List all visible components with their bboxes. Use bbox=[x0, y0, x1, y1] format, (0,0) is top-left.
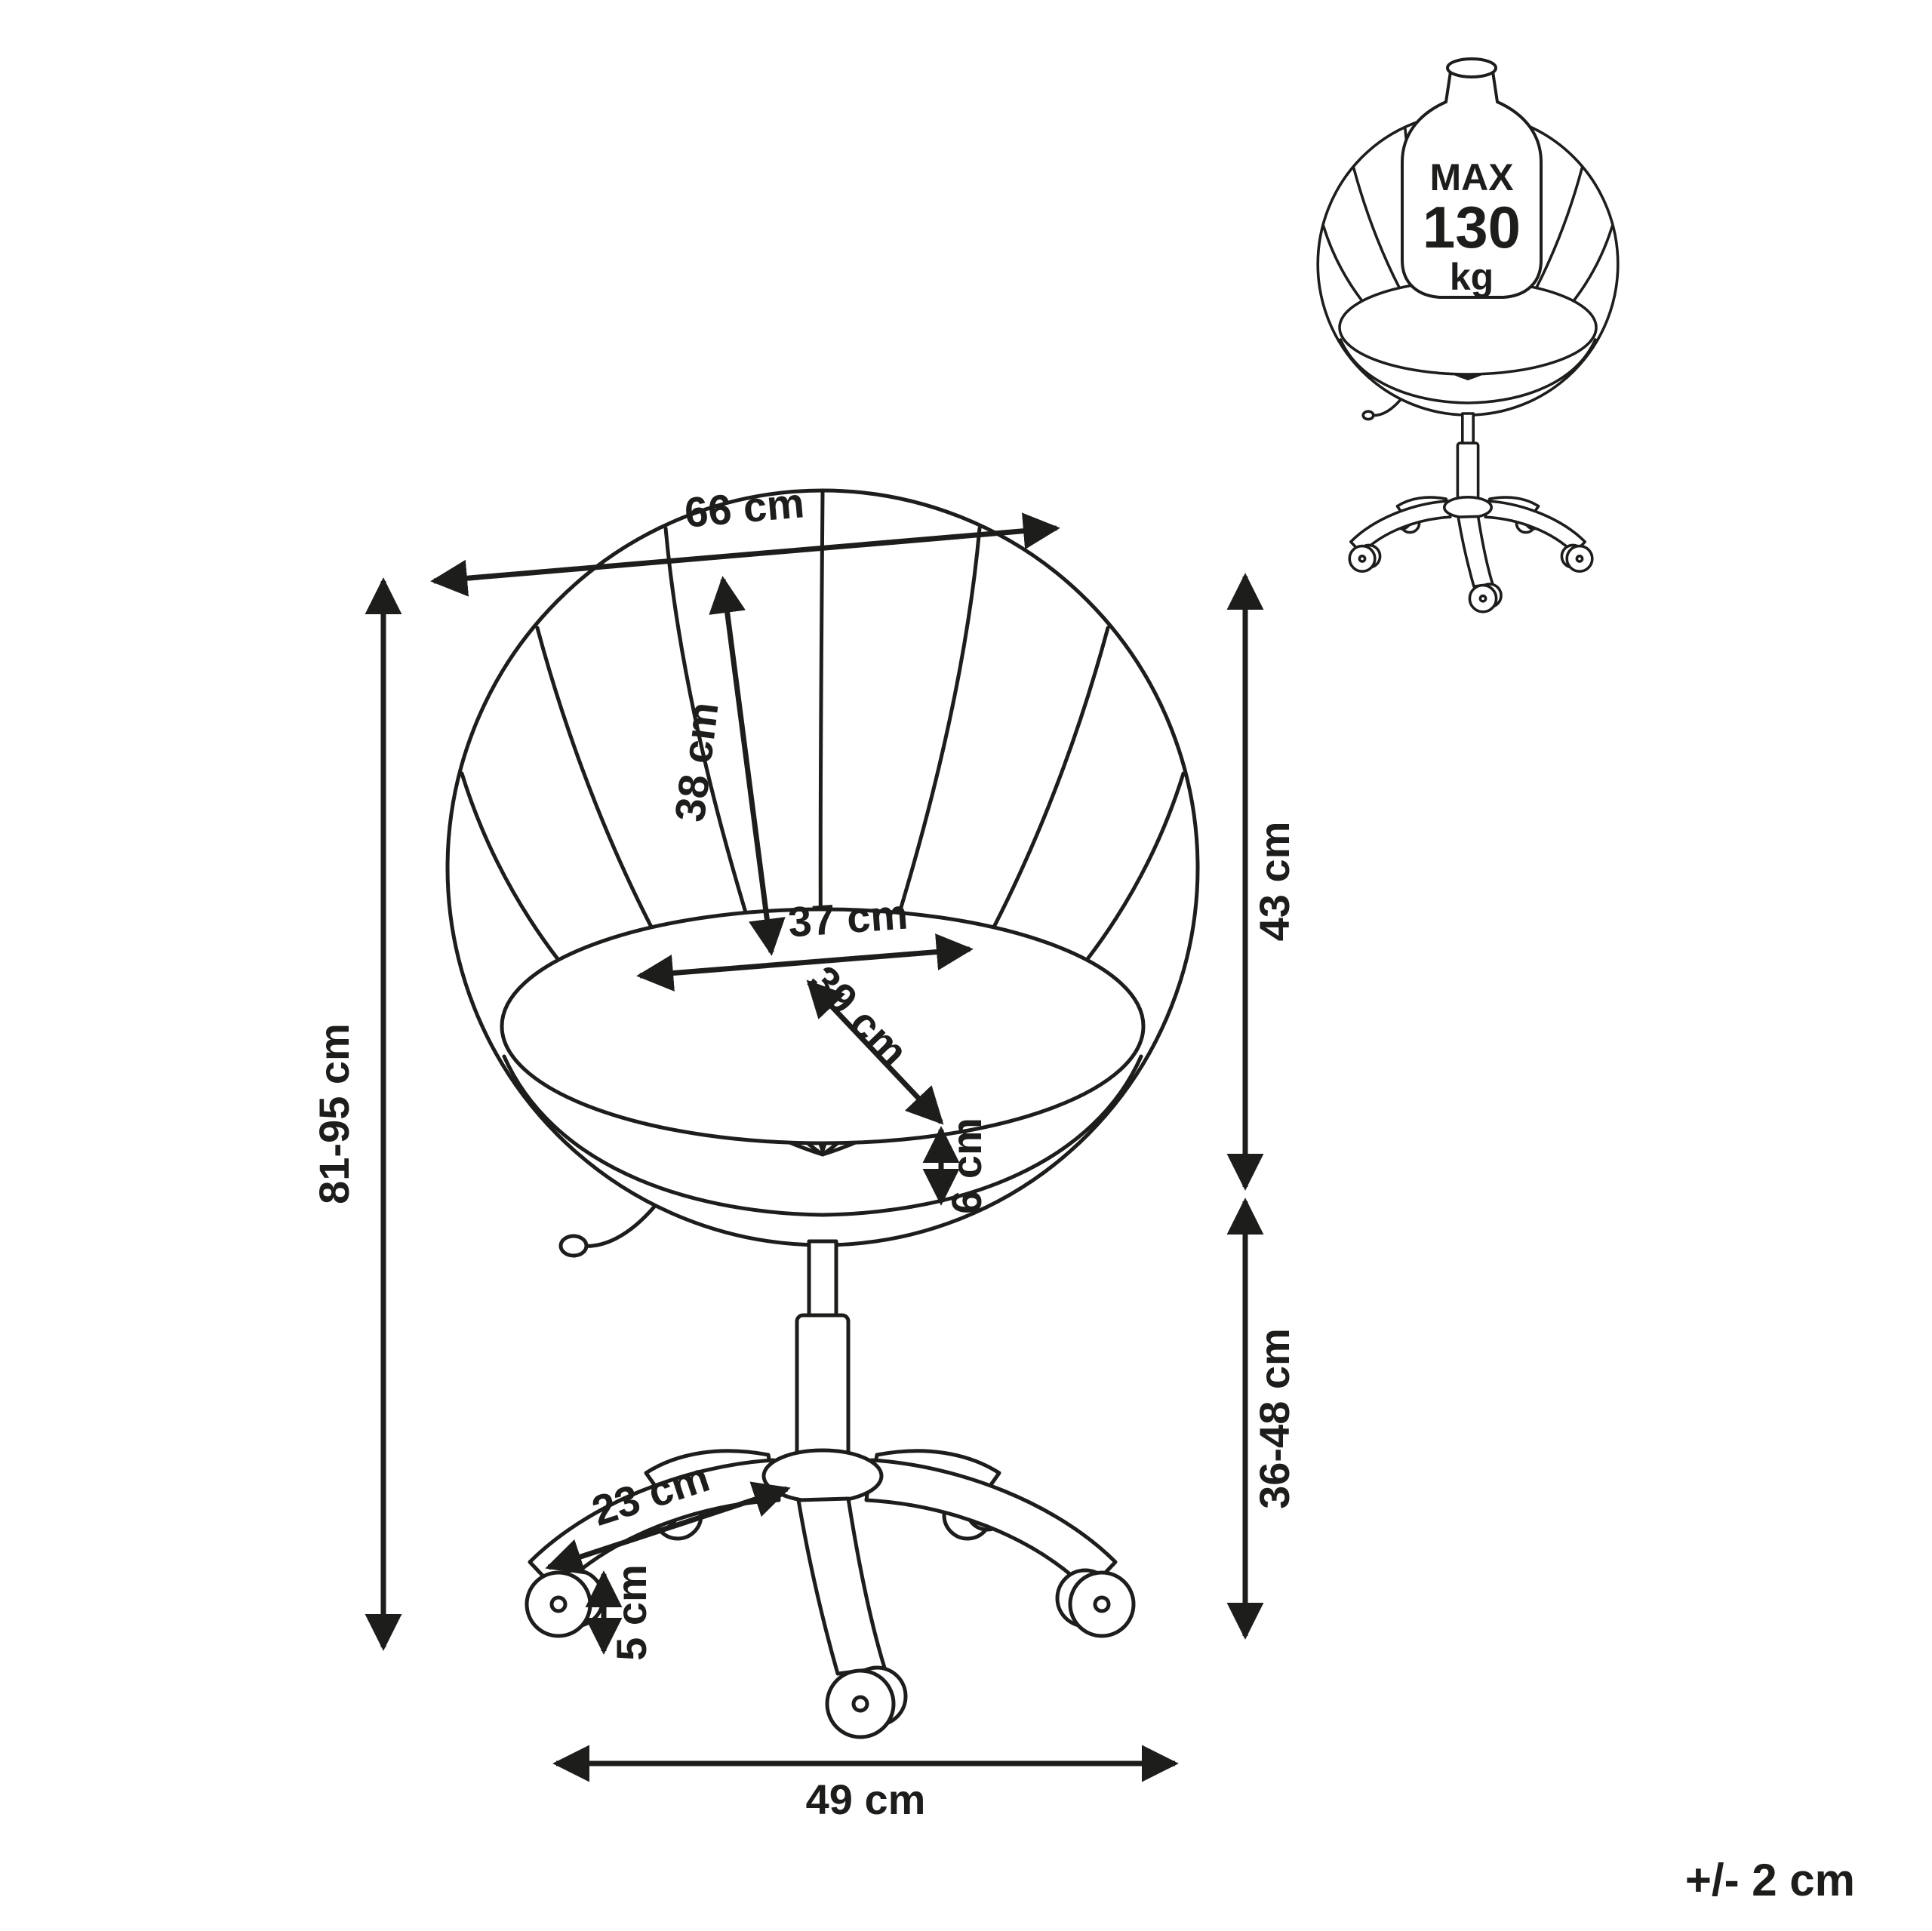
dimension-seat-width-arrow bbox=[636, 933, 974, 992]
dimension-column-height: 36-48 cm bbox=[1226, 1198, 1298, 1640]
max-load-figure: MAX 130 kg bbox=[1317, 57, 1619, 612]
dimension-seat-unit-height: 43 cm bbox=[1226, 573, 1298, 1191]
max-load-value: 130 bbox=[1423, 194, 1521, 260]
weight-icon bbox=[1401, 57, 1543, 299]
chair-drawing bbox=[447, 490, 1198, 1738]
dimension-seat-unit-height-label: 43 cm bbox=[1251, 822, 1298, 942]
dimension-column-height-label: 36-48 cm bbox=[1251, 1328, 1298, 1509]
dimension-castor-size-label: 5 cm bbox=[608, 1564, 655, 1661]
tolerance-note: +/- 2 cm bbox=[1685, 1855, 1855, 1905]
dimension-cushion-thickness-label: 6 cm bbox=[943, 1118, 990, 1214]
dimension-cushion-thickness: 6 cm bbox=[922, 1118, 990, 1214]
dimension-base-width: 49 cm bbox=[552, 1745, 1179, 1823]
dimension-seat-width-label: 37 cm bbox=[786, 890, 909, 946]
dimension-base-width-label: 49 cm bbox=[806, 1776, 926, 1823]
dimension-seat-depth-arrow bbox=[806, 979, 944, 1125]
dimension-width-top-label: 66 cm bbox=[682, 478, 806, 537]
dimension-overall-height-label: 81-95 cm bbox=[310, 1023, 358, 1204]
max-load-prefix: MAX bbox=[1429, 156, 1513, 198]
dimension-width-top: 66 cm bbox=[430, 478, 1060, 597]
dimension-base-leg-length-arrow bbox=[545, 1481, 791, 1575]
dimension-overall-height: 81-95 cm bbox=[310, 577, 402, 1651]
dimension-castor-size: 5 cm bbox=[585, 1564, 655, 1661]
dimension-width-top-arrow bbox=[430, 512, 1060, 597]
dimension-seat-width: 37 cm bbox=[636, 890, 974, 992]
max-load-unit: kg bbox=[1450, 256, 1494, 298]
dimension-backrest-depth-arrow bbox=[709, 576, 786, 956]
